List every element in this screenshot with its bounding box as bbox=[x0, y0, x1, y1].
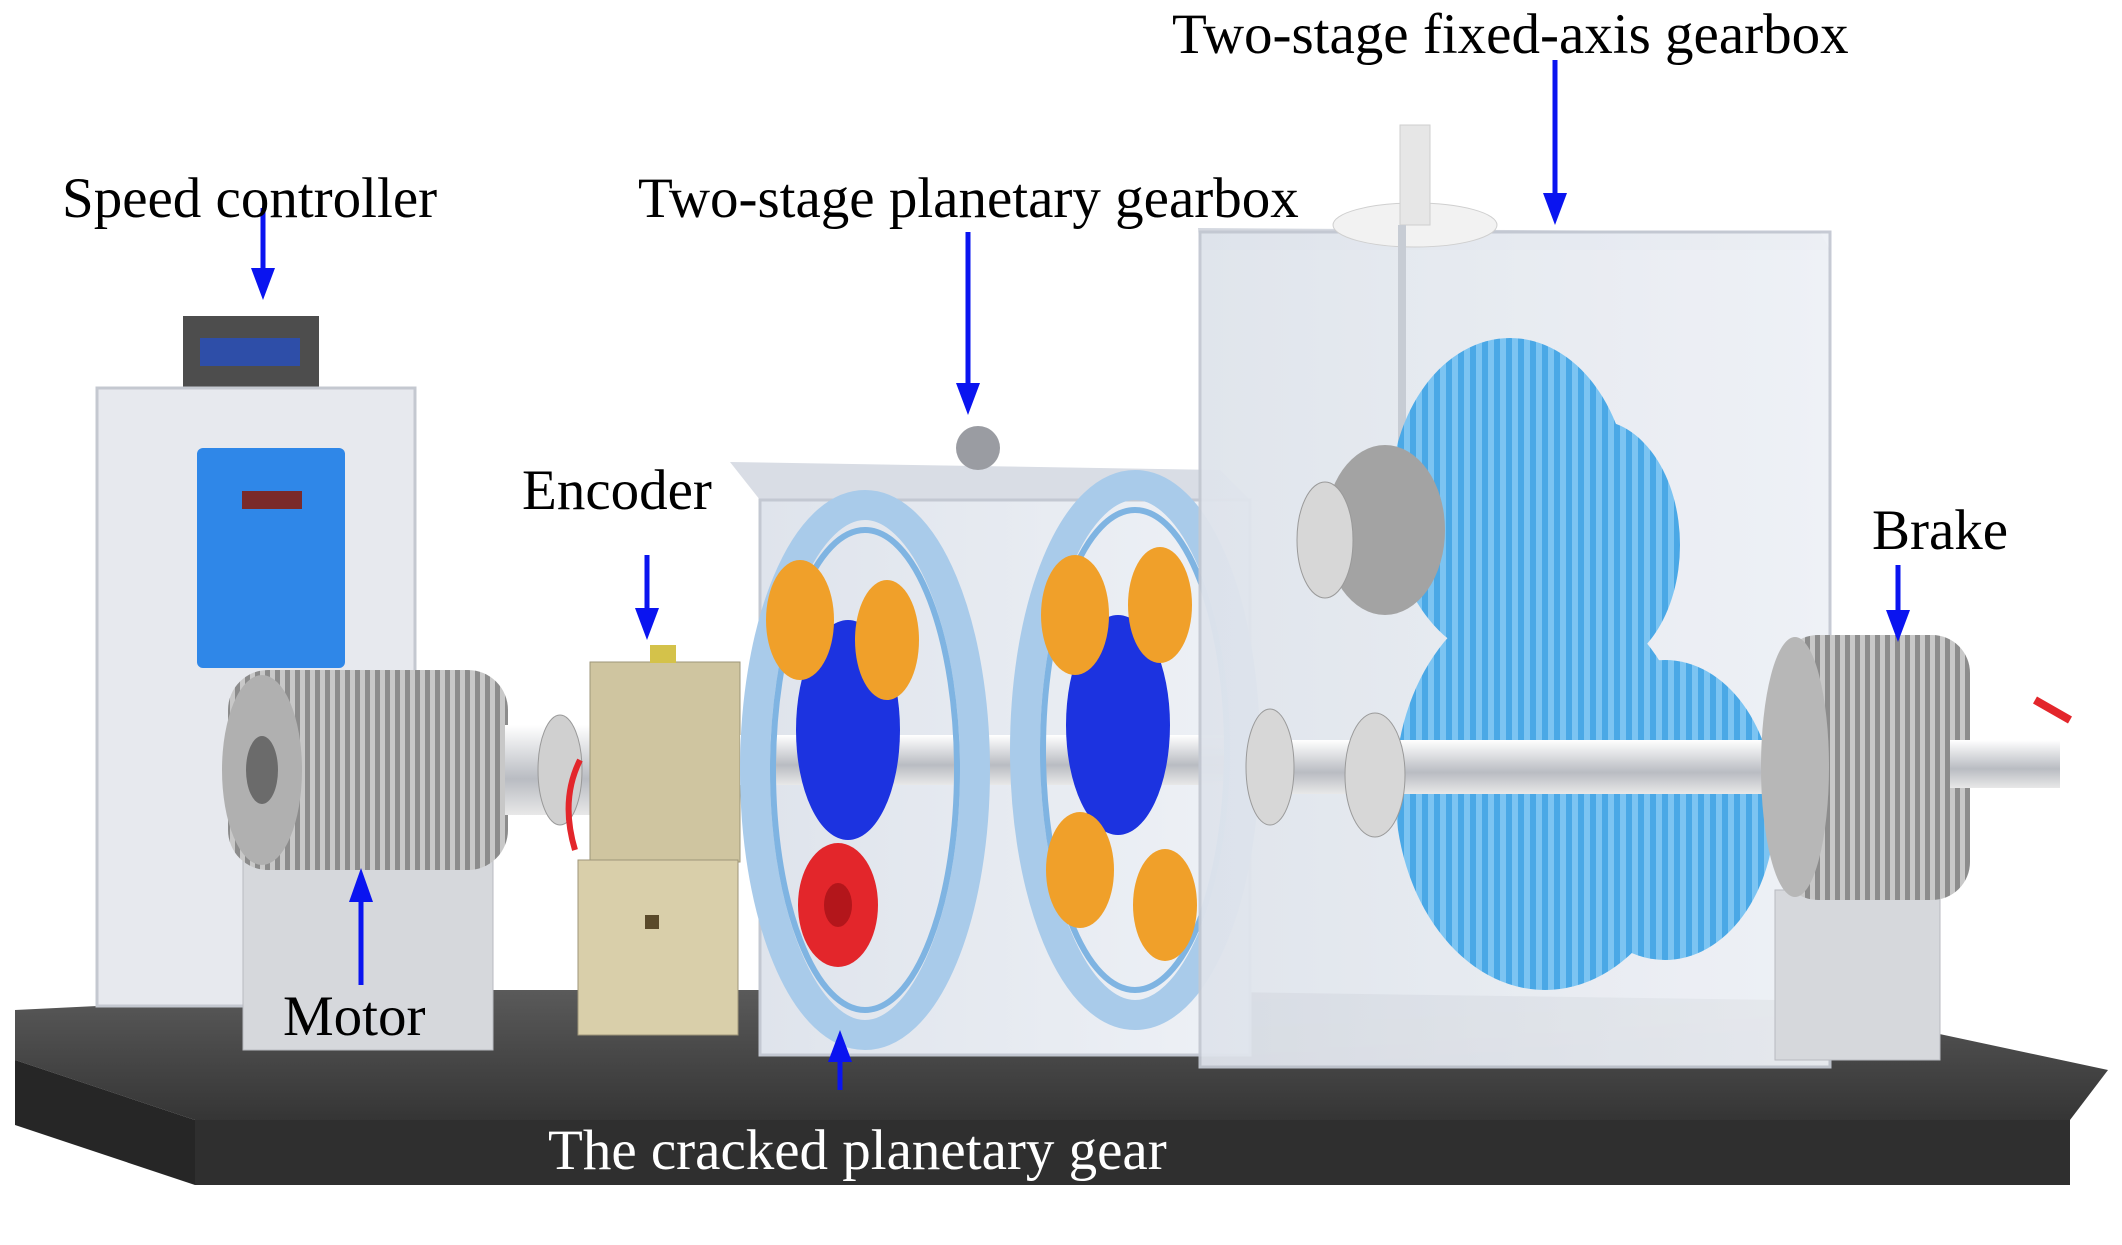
speed-controller-label: Speed controller bbox=[62, 167, 438, 230]
brake-label: Brake bbox=[1872, 499, 2009, 562]
arrow-planetary-gearbox bbox=[956, 232, 980, 415]
arrow-brake bbox=[1886, 565, 1910, 642]
brake bbox=[1761, 635, 2072, 1061]
arrow-encoder bbox=[635, 555, 659, 640]
encoder-label: Encoder bbox=[522, 459, 712, 522]
planetary-gearbox-label: Two-stage planetary gearbox bbox=[638, 167, 1299, 230]
planetary-gearbox bbox=[730, 426, 1280, 1057]
fixed-axis-gearbox bbox=[1198, 124, 1880, 1069]
fixed-axis-gearbox-label: Two-stage fixed-axis gearbox bbox=[1172, 3, 1849, 66]
arrow-fixed-axis-gearbox bbox=[1543, 60, 1567, 225]
motor bbox=[222, 670, 508, 1051]
arrow-speed-controller bbox=[251, 208, 275, 300]
annotation-arrows bbox=[251, 60, 1910, 1090]
cracked-gear-label: The cracked planetary gear bbox=[548, 1119, 1167, 1182]
arrow-motor bbox=[349, 868, 373, 985]
arrow-cracked-gear bbox=[828, 1030, 852, 1090]
motor-label: Motor bbox=[283, 985, 426, 1048]
encoder bbox=[505, 645, 741, 1036]
